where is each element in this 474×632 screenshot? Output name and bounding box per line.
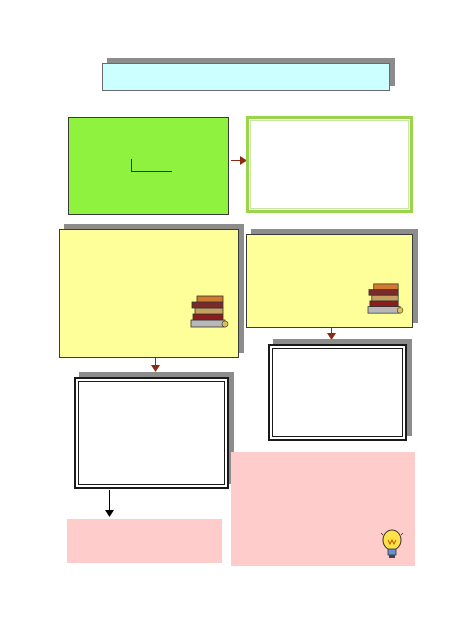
pink-small-box xyxy=(67,519,222,563)
arrow-down-left-line xyxy=(155,358,156,367)
arrow-down-right-head-icon xyxy=(327,333,336,340)
arrow-down-black-line xyxy=(109,490,110,512)
pink-large-box xyxy=(231,452,415,566)
arrow-down-black-head-icon xyxy=(105,510,114,517)
arrow-down-left-head-icon xyxy=(151,365,160,372)
green-box-bracket-vertical xyxy=(131,159,132,171)
white-right-box xyxy=(268,344,407,441)
title-box xyxy=(102,63,390,91)
green-box-bracket-horizontal xyxy=(131,171,172,172)
books-icon xyxy=(367,283,404,314)
arrow-right-line xyxy=(231,160,241,161)
arrow-down-right-line xyxy=(331,328,332,335)
green-outline-box-inner-border xyxy=(250,120,409,209)
yellow-left-box xyxy=(59,229,239,358)
green-box xyxy=(68,117,229,215)
lightbulb-icon xyxy=(380,529,404,558)
white-left-box-inner-border xyxy=(78,381,225,485)
white-right-box-inner-border xyxy=(272,348,403,437)
green-outline-box xyxy=(246,116,413,213)
arrow-right-head-icon xyxy=(240,156,247,165)
white-left-box xyxy=(74,377,229,489)
books-icon xyxy=(190,295,229,328)
